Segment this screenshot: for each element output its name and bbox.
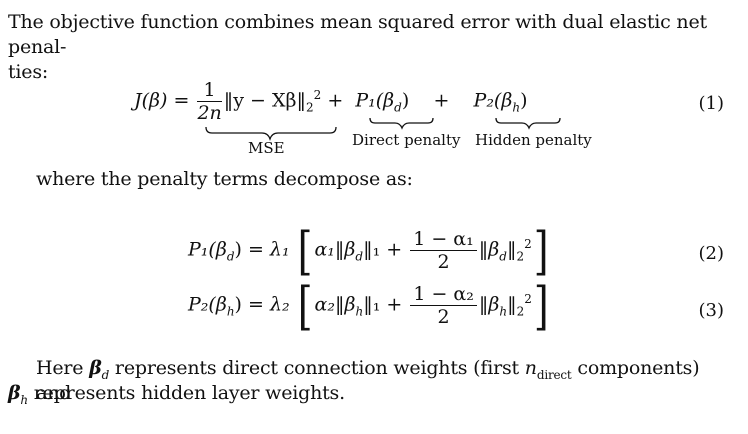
equation-1: J(β) = 1 2n ‖y − Xβ‖22 + P₁(βd) + P₂(βh) xyxy=(134,79,528,124)
eq3-lhs: P₂(β xyxy=(188,293,227,316)
eq1-p2-term: P₂(β xyxy=(473,89,513,112)
direct-penalty-label: Direct penalty xyxy=(352,131,461,149)
eq2-right-bracket: ] xyxy=(533,220,549,281)
closing-beta-h-sub: h xyxy=(20,392,28,407)
direct-underbrace xyxy=(369,117,434,130)
eq2-alpha-sub: d xyxy=(355,249,364,264)
eq1-plus-2: + xyxy=(433,89,450,112)
eq1-number: (1) xyxy=(698,93,725,114)
eq1-plus-1: + xyxy=(327,89,344,112)
equation-2: P₁(βd) = λ₁ [α₁‖βd‖₁ + 1 − α₁ 2 ‖βd‖22] xyxy=(188,220,549,281)
closing-n-direct: n xyxy=(524,357,537,379)
eq3-frac-den: 2 xyxy=(437,306,450,328)
eq2-left-bracket: [ xyxy=(297,220,313,281)
eq1-mse-sub: 2 xyxy=(306,100,314,115)
eq2-frac-den: 2 xyxy=(437,251,450,273)
eq1-p1-sub: d xyxy=(394,100,402,115)
eq3-norm2-sub: h xyxy=(499,304,508,319)
eq1-frac-num: 1 xyxy=(197,80,222,102)
hidden-penalty-label: Hidden penalty xyxy=(475,131,592,149)
closing-n-direct-sub: direct xyxy=(536,367,572,382)
eq3-alpha-sub: h xyxy=(355,304,364,319)
eq3-right-bracket: ] xyxy=(533,275,549,336)
eq2-lambda: λ₁ xyxy=(269,238,290,261)
intro-line-1: The objective function combines mean squ… xyxy=(8,11,707,58)
eq3-norm1: ‖₁ + xyxy=(363,293,403,316)
eq3-fraction: 1 − α₂ 2 xyxy=(410,284,477,327)
eq2-lhs-sub: d xyxy=(226,249,235,264)
eq3-norm2: ‖β xyxy=(478,293,500,316)
middle-paragraph: where the penalty terms decompose as: xyxy=(36,168,413,190)
eq1-mse-sup: 2 xyxy=(313,88,322,103)
closing-paragraph-line-1: Here βd represents direct connection wei… xyxy=(36,356,740,406)
eq3-number: (3) xyxy=(698,300,725,321)
eq1-p1-term: P₁(β xyxy=(355,89,395,112)
closing-part-3: components) and xyxy=(36,357,700,404)
mse-label: MSE xyxy=(248,139,285,157)
closing-part-1: Here xyxy=(36,357,90,379)
intro-line-2: ties: xyxy=(8,61,49,83)
eq2-norm1: ‖₁ + xyxy=(363,238,403,261)
closing-part-4: represents hidden layer weights. xyxy=(27,382,345,404)
eq1-lhs: J(β) = xyxy=(134,89,190,112)
eq2-lhs: P₁(β xyxy=(188,238,227,261)
equation-3: P₂(βh) = λ₂ [α₂‖βh‖₁ + 1 − α₂ 2 ‖βh‖22] xyxy=(188,275,549,336)
eq2-alpha: α₁‖β xyxy=(314,238,356,261)
closing-beta-d: β xyxy=(89,357,102,379)
eq2-number: (2) xyxy=(698,243,725,264)
eq3-alpha: α₂‖β xyxy=(314,293,356,316)
eq3-left-bracket: [ xyxy=(297,275,313,336)
closing-beta-h: β xyxy=(8,382,21,404)
closing-paragraph-line-2: βh represents hidden layer weights. xyxy=(8,381,712,406)
eq3-frac-num: 1 − α₂ xyxy=(410,284,477,306)
eq2-fraction: 1 − α₁ 2 xyxy=(410,229,477,272)
eq1-mse-term: ‖y − Xβ‖ xyxy=(223,89,307,112)
eq2-norm2-sub: d xyxy=(499,249,507,264)
eq3-lhs-sub: h xyxy=(226,304,235,319)
eq2-frac-num: 1 − α₁ xyxy=(410,229,477,251)
hidden-underbrace xyxy=(495,117,561,130)
eq3-lambda: λ₂ xyxy=(269,293,290,316)
eq1-fraction: 1 2n xyxy=(197,80,222,124)
closing-beta-d-sub: d xyxy=(101,367,110,382)
intro-paragraph: The objective function combines mean squ… xyxy=(8,10,736,85)
mse-underbrace xyxy=(205,126,337,142)
closing-part-2: represents direct connection weights (fi… xyxy=(109,357,525,379)
eq2-norm2: ‖β xyxy=(478,238,500,261)
eq1-p2-sub: h xyxy=(512,100,521,115)
eq1-frac-den: 2n xyxy=(197,102,222,124)
